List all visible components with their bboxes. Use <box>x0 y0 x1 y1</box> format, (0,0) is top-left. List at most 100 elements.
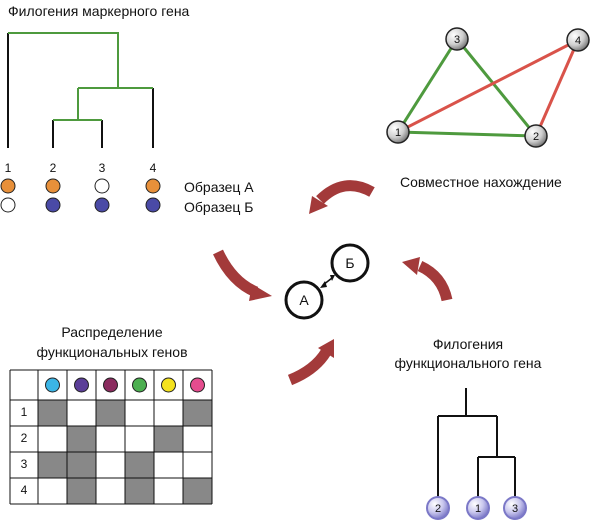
center-interaction: А Б <box>284 243 370 320</box>
cooccurrence-panel: 3 4 1 2 Совместное нахождение <box>386 27 590 190</box>
grid-header-dot-3 <box>103 377 118 393</box>
grid-cell-r4-c6 <box>183 478 212 504</box>
functional-phylogeny-tree <box>437 388 516 497</box>
edge-1-4 <box>397 38 579 134</box>
grid-row-label-3: 3 <box>21 457 28 471</box>
arrow-marker-head <box>249 284 272 301</box>
grid-cell-r3-c4 <box>125 452 154 478</box>
leaf-label-4: 4 <box>150 161 157 175</box>
sample-a-label: Образец А <box>184 179 254 195</box>
grid-cell-r1-c3 <box>96 400 125 426</box>
edge-1-2 <box>397 130 537 138</box>
grid-header-dot-4 <box>132 377 147 393</box>
interaction-arrow-head-a <box>320 281 327 288</box>
arrow-funcphylo-shaft <box>417 260 453 302</box>
grid-cell-r4-c5 <box>154 478 183 504</box>
grid-cell-r1-c6 <box>183 400 212 426</box>
grid-cell-r3-c6 <box>183 452 212 478</box>
sample-b-dot-4 <box>145 197 161 213</box>
functional-distribution-grid <box>9 369 213 505</box>
functional-phylogeny-title-1: Филогения <box>433 336 503 352</box>
tree-green-branches <box>8 32 153 121</box>
grid-cell-r2-c5 <box>154 426 183 452</box>
center-node-a-label: А <box>299 292 309 308</box>
grid-cell-r3-c5 <box>154 452 183 478</box>
grid-cell-r3-c2 <box>67 452 96 478</box>
network-node-label-2: 2 <box>533 131 539 143</box>
functional-distribution-panel: Распределение функциональных генов 1 2 3… <box>9 324 213 505</box>
marker-phylogeny-panel: Филогения маркерного гена 1 2 3 4 Образе… <box>0 3 254 215</box>
grid-cell-r4-c1 <box>38 478 67 504</box>
grid-header-dot-1 <box>45 377 60 393</box>
edge-3-2 <box>455 38 538 137</box>
grid-cell-r2-c3 <box>96 426 125 452</box>
sample-b-dot-3 <box>94 197 110 213</box>
sample-a-dot-2 <box>45 178 61 194</box>
sample-b-dot-1 <box>0 197 16 213</box>
network-node-2 <box>524 124 548 148</box>
network-node-label-1: 1 <box>395 127 401 139</box>
grid-cell-r3-c1 <box>38 452 67 478</box>
grid-header-dot-2 <box>74 377 89 393</box>
grid-cell-r4-c3 <box>96 478 125 504</box>
grid-cell-r2-c1 <box>38 426 67 452</box>
grid-row-label-1: 1 <box>21 405 28 419</box>
sample-b-dot-2 <box>45 197 61 213</box>
sample-a-dot-4 <box>145 178 161 194</box>
functional-distribution-title-2: функциональных генов <box>36 344 187 360</box>
grid-cell-r4-c2 <box>67 478 96 504</box>
func-leaf-node-1 <box>466 496 490 520</box>
grid-row-label-4: 4 <box>21 483 28 497</box>
grid-lines <box>9 369 213 505</box>
functional-phylogeny-panel: Филогения функционального гена 2 1 3 <box>395 336 542 520</box>
arrow-function-head <box>318 339 334 358</box>
func-leaf-label-1: 1 <box>475 503 481 515</box>
func-leaf-label-2: 2 <box>435 503 441 515</box>
cooccurrence-title: Совместное нахождение <box>400 174 562 190</box>
arrow-function-shaft <box>287 348 331 386</box>
network-node-3 <box>445 27 469 51</box>
interaction-arrow-head-b <box>330 275 335 281</box>
grid-cell-r1-c5 <box>154 400 183 426</box>
grid-cell-r2-c6 <box>183 426 212 452</box>
grid-cell-r2-c4 <box>125 426 154 452</box>
grid-row-label-2: 2 <box>21 431 28 445</box>
sample-a-dot-3 <box>94 178 110 194</box>
marker-phylogeny-tree <box>7 32 154 148</box>
tree-black-branches <box>7 33 154 148</box>
arrow-cooccurrence-shaft <box>316 180 375 205</box>
sample-b-label: Образец Б <box>184 199 253 215</box>
grid-cell-r1-c1 <box>38 400 67 426</box>
center-node-b <box>330 243 370 283</box>
leaf-label-3: 3 <box>99 161 106 175</box>
center-node-a <box>284 280 324 320</box>
sample-a-row <box>0 178 161 194</box>
grid-cell-r4-c4 <box>125 478 154 504</box>
network-node-1 <box>386 120 410 144</box>
func-leaf-label-3: 3 <box>512 503 518 515</box>
grid-header-dot-5 <box>161 377 176 393</box>
marker-phylogeny-title: Филогения маркерного гена <box>8 3 190 19</box>
network-node-label-3: 3 <box>454 34 460 46</box>
grid-cell-r1-c2 <box>67 400 96 426</box>
functional-phylogeny-title-2: функционального гена <box>395 355 542 371</box>
edge-1-3 <box>396 38 459 133</box>
arrow-marker-shaft <box>213 249 259 298</box>
edge-2-4 <box>534 39 580 137</box>
grid-cell-r2-c2 <box>67 426 96 452</box>
sample-b-row <box>0 197 161 213</box>
center-node-b-label: Б <box>345 255 354 271</box>
func-leaf-node-3 <box>503 496 527 520</box>
grid-header-dot-6 <box>190 377 205 393</box>
leaf-label-1: 1 <box>5 161 12 175</box>
func-leaf-node-2 <box>426 496 450 520</box>
arrow-cooccurrence-head <box>309 196 328 214</box>
leaf-label-2: 2 <box>50 161 57 175</box>
functional-distribution-title-1: Распределение <box>61 324 163 340</box>
grid-cell-r3-c3 <box>96 452 125 478</box>
network-node-label-4: 4 <box>575 35 581 47</box>
curved-arrows <box>213 180 453 386</box>
grid-cell-r1-c4 <box>125 400 154 426</box>
sample-a-dot-1 <box>0 178 16 194</box>
